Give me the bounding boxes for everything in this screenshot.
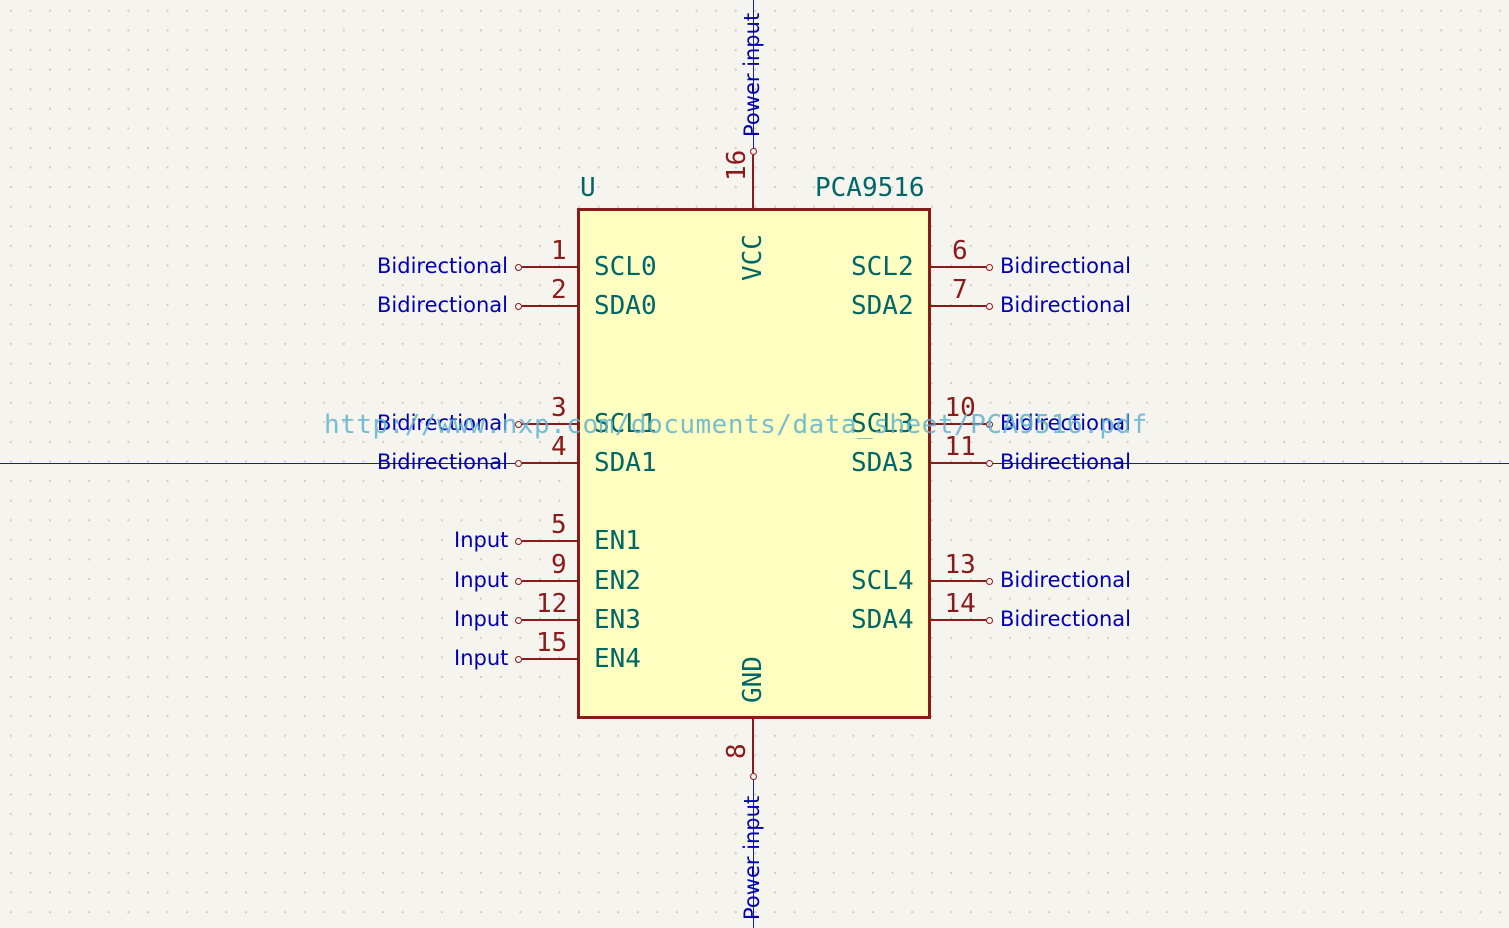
- pin-line-1[interactable]: [522, 266, 578, 268]
- pin-name-sda0: SDA0: [594, 291, 657, 321]
- pin-type-13: Bidirectional: [1000, 568, 1131, 592]
- pin-line-9[interactable]: [522, 580, 578, 582]
- pin-line-12[interactable]: [522, 619, 578, 621]
- pin-name-scl4: SCL4: [851, 566, 914, 596]
- pin-number-15: 15: [536, 628, 568, 658]
- pin-name-scl2: SCL2: [851, 252, 914, 282]
- pin-endpoint-icon[interactable]: [986, 302, 993, 310]
- pin-endpoint-icon[interactable]: [515, 263, 522, 271]
- pin-number-9: 9: [551, 550, 567, 580]
- pin-endpoint-icon[interactable]: [515, 459, 522, 467]
- pin-line-3[interactable]: [522, 423, 578, 425]
- pin-number-10: 10: [944, 393, 976, 423]
- pin-name-scl3: SCL3: [851, 409, 914, 439]
- pin-type-16: Power input: [740, 12, 764, 137]
- pin-endpoint-icon[interactable]: [986, 459, 993, 467]
- pin-type-15: Input: [454, 646, 509, 670]
- pin-type-7: Bidirectional: [1000, 293, 1131, 317]
- pin-number-2: 2: [551, 275, 567, 305]
- pin-name-sda1: SDA1: [594, 448, 657, 478]
- pin-type-8: Power input: [740, 795, 764, 920]
- pin-type-1: Bidirectional: [377, 254, 508, 278]
- pin-number-7: 7: [952, 275, 968, 305]
- pin-endpoint-icon[interactable]: [986, 420, 993, 428]
- pin-type-5: Input: [454, 528, 509, 552]
- pin-name-vcc: VCC: [738, 234, 768, 281]
- pin-line-10[interactable]: [930, 423, 986, 425]
- pin-number-12: 12: [536, 589, 568, 619]
- pin-endpoint-icon[interactable]: [749, 773, 757, 780]
- pin-number-8: 8: [722, 743, 752, 759]
- pin-number-5: 5: [551, 510, 567, 540]
- pin-line-7[interactable]: [930, 305, 986, 307]
- pin-endpoint-icon[interactable]: [749, 148, 757, 155]
- pin-endpoint-icon[interactable]: [986, 577, 993, 585]
- pin-type-12: Input: [454, 607, 509, 631]
- pin-name-sda2: SDA2: [851, 291, 914, 321]
- symbol-body[interactable]: [577, 208, 931, 719]
- pin-name-en3: EN3: [594, 605, 641, 635]
- pin-number-3: 3: [551, 393, 567, 423]
- pin-line-11[interactable]: [930, 462, 986, 464]
- pin-name-sda3: SDA3: [851, 448, 914, 478]
- pin-type-6: Bidirectional: [1000, 254, 1131, 278]
- pin-endpoint-icon[interactable]: [515, 420, 522, 428]
- pin-line-4[interactable]: [522, 462, 578, 464]
- pin-endpoint-icon[interactable]: [515, 616, 522, 624]
- reference-designator[interactable]: U: [580, 173, 596, 203]
- pin-endpoint-icon[interactable]: [515, 577, 522, 585]
- pin-number-4: 4: [551, 432, 567, 462]
- pin-line-5[interactable]: [522, 540, 578, 542]
- pin-number-6: 6: [952, 236, 968, 266]
- pin-line-15[interactable]: [522, 658, 578, 660]
- pin-number-11: 11: [944, 432, 976, 462]
- pin-name-en2: EN2: [594, 566, 641, 596]
- pin-line-13[interactable]: [930, 580, 986, 582]
- pin-line-2[interactable]: [522, 305, 578, 307]
- pin-line-14[interactable]: [930, 619, 986, 621]
- pin-endpoint-icon[interactable]: [515, 655, 522, 663]
- pin-name-en4: EN4: [594, 644, 641, 674]
- pin-type-14: Bidirectional: [1000, 607, 1131, 631]
- pin-name-en1: EN1: [594, 526, 641, 556]
- pin-number-1: 1: [551, 236, 567, 266]
- pin-number-16: 16: [722, 149, 752, 181]
- pin-type-4: Bidirectional: [377, 450, 508, 474]
- pin-endpoint-icon[interactable]: [986, 616, 993, 624]
- symbol-value[interactable]: PCA9516: [815, 173, 925, 203]
- pin-line-6[interactable]: [930, 266, 986, 268]
- pin-line-16[interactable]: [752, 155, 754, 209]
- pin-endpoint-icon[interactable]: [515, 302, 522, 310]
- pin-type-2: Bidirectional: [377, 293, 508, 317]
- pin-line-8[interactable]: [752, 717, 754, 773]
- pin-name-scl0: SCL0: [594, 252, 657, 282]
- pin-endpoint-icon[interactable]: [986, 263, 993, 271]
- pin-name-sda4: SDA4: [851, 605, 914, 635]
- pin-endpoint-icon[interactable]: [515, 537, 522, 545]
- pin-name-gnd: GND: [738, 656, 768, 703]
- pin-number-13: 13: [944, 550, 976, 580]
- pin-type-3: Bidirectional: [377, 411, 508, 435]
- pin-type-9: Input: [454, 568, 509, 592]
- pin-number-14: 14: [944, 589, 976, 619]
- pin-type-11: Bidirectional: [1000, 450, 1131, 474]
- datasheet-field[interactable]: http://www.nxp.com/documents/data_sheet/…: [324, 410, 1148, 440]
- pin-type-10: Bidirectional: [1000, 411, 1131, 435]
- pin-name-scl1: SCL1: [594, 409, 657, 439]
